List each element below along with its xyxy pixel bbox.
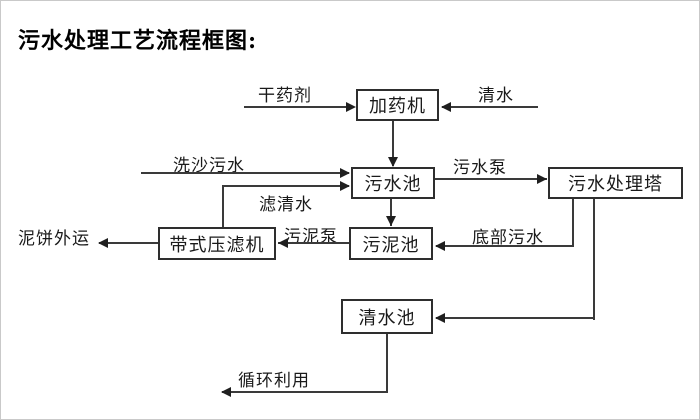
arrow-sewage-pool-to-tower-head [537,174,547,184]
arrow-tower-to-sludge-pool-drop [572,199,574,247]
arrow-tower-to-clean-pool-line [436,317,595,319]
label-recycling: 循环利用 [238,371,310,391]
arrow-clean-pool-to-recycle-drop [386,334,388,393]
arrow-clean-water-to-dosing-line [442,106,538,108]
box-sludge-pool: 污泥池 [349,227,433,260]
arrow-sewage-pool-to-sludge-pool-line [390,199,392,226]
box-clean-water-pool: 清水池 [341,299,433,334]
arrow-clean-water-to-dosing-head [441,102,451,112]
box-sewage-pool: 污水池 [351,167,435,199]
arrow-sand-washing-to-sewage-pool-line [141,172,349,174]
arrow-sand-washing-to-sewage-pool-head [340,168,350,178]
arrow-filtered-water-line [222,185,349,187]
arrow-dry-chemical-to-dosing-head [346,102,356,112]
arrow-filtered-water-riser [222,186,224,227]
box-dosing-machine: 加药机 [356,89,439,121]
arrow-dry-chemical-to-dosing-line [244,106,354,108]
page-title: 污水处理工艺流程框图: [18,28,258,54]
arrow-dosing-to-sewage-pool-head [388,157,398,167]
label-mud-cake-outbound: 泥饼外运 [18,229,90,249]
label-clean-water: 清水 [478,86,514,106]
label-bottom-sewage: 底部污水 [472,228,544,248]
arrow-tower-to-sludge-pool-line [436,245,574,247]
label-filtered-water: 滤清水 [259,195,313,215]
arrow-sludge-pool-to-press-line [278,242,349,244]
arrow-clean-pool-to-recycle-line [222,391,388,393]
arrow-tower-to-clean-pool-head [435,313,445,323]
arrow-sewage-pool-to-tower-line [435,178,547,180]
label-sand-washing-sewage: 洗沙污水 [173,156,245,176]
arrow-clean-pool-to-recycle-head [221,387,231,397]
arrow-tower-to-clean-pool-drop [593,199,595,320]
arrow-sludge-pool-to-press-head [278,238,288,248]
box-treatment-tower: 污水处理塔 [548,167,683,199]
arrow-press-to-mud-cake-line [99,242,158,244]
arrow-sewage-pool-to-sludge-pool-head [386,216,396,226]
box-belt-filter-press: 带式压滤机 [158,227,276,260]
arrow-tower-to-sludge-pool-head [435,241,445,251]
arrow-filtered-water-head [340,181,350,191]
label-dry-chemical: 干药剂 [258,86,312,106]
arrow-press-to-mud-cake-head [98,238,108,248]
arrow-dosing-to-sewage-pool-line [392,121,394,166]
label-sewage-pump: 污水泵 [453,158,507,178]
